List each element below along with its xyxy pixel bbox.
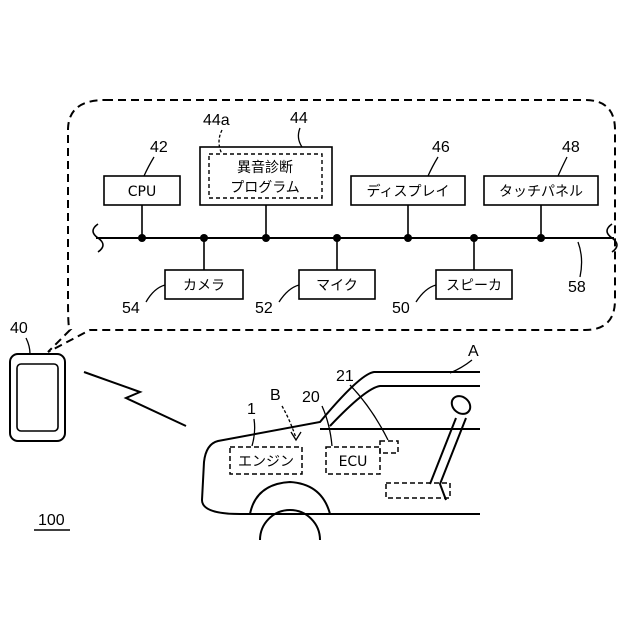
camera-leader (146, 285, 165, 302)
mic-leader (279, 285, 299, 302)
touch-panel-ref: 48 (562, 139, 580, 156)
engine-box: エンジン (230, 447, 302, 474)
camera-label: カメラ (183, 278, 225, 294)
mic-ref: 52 (255, 300, 273, 317)
engine-leader (252, 419, 255, 446)
engine-ref: 1 (247, 401, 256, 418)
cpu-ref: 42 (150, 139, 168, 156)
figure-number: 100 (38, 512, 65, 529)
display-label: ディスプレイ (366, 183, 449, 200)
bus-leader (578, 242, 582, 277)
speaker-leader (416, 285, 436, 302)
display-leader (428, 157, 438, 176)
ecu-connector-leader (350, 385, 388, 440)
program-leader (298, 128, 302, 147)
camera-ref: 54 (122, 300, 140, 317)
speaker-box: スピーカ (436, 270, 512, 299)
program-inner-ref: 44a (203, 112, 230, 129)
touch-panel-label: タッチパネル (499, 184, 583, 200)
mic-box: マイク (299, 270, 375, 299)
speaker-label: スピーカ (446, 278, 502, 294)
program-ref: 44 (290, 110, 308, 127)
program-label-line1: 異音診断 (237, 159, 293, 176)
engine-label: エンジン (238, 454, 294, 470)
ecu-label: ECU (339, 454, 368, 470)
program-box: 異音診断 プログラム (200, 147, 332, 205)
display-ref: 46 (432, 139, 450, 156)
smartphone-icon (10, 354, 65, 441)
vehicle-ref: A (468, 343, 479, 360)
sound-arrow-icon (291, 432, 301, 440)
ecu-box: ECU (326, 447, 380, 474)
cpu-box: CPU (104, 176, 180, 205)
bus-ref: 58 (568, 279, 586, 296)
cpu-label: CPU (128, 184, 156, 200)
sound-ref: B (270, 387, 281, 404)
speaker-ref: 50 (392, 300, 410, 317)
ecu-connector (380, 441, 450, 498)
cpu-leader (144, 157, 154, 176)
program-label-line2: プログラム (230, 180, 300, 196)
camera-box: カメラ (165, 270, 243, 299)
terminal-leader (26, 338, 30, 354)
touch-panel-box: タッチパネル (484, 176, 598, 205)
display-box: ディスプレイ (351, 176, 465, 205)
ecu-ref: 20 (302, 389, 320, 406)
wireless-link-icon (84, 372, 186, 426)
sound-leader (282, 406, 296, 438)
terminal-ref: 40 (10, 320, 28, 337)
touch-panel-leader (558, 157, 567, 176)
ecu-connector-ref: 21 (336, 368, 354, 385)
mic-label: マイク (316, 278, 358, 294)
